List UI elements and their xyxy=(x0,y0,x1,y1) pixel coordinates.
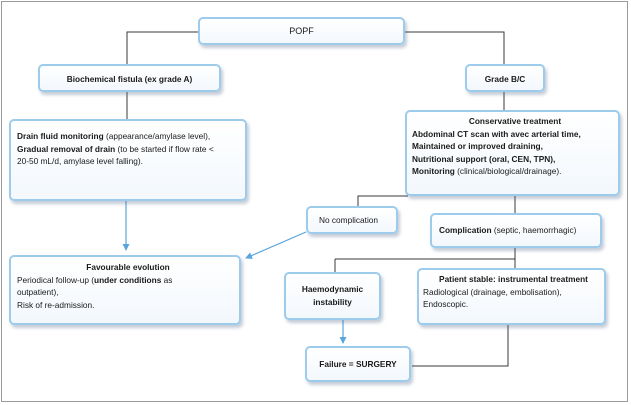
drain-line-2-rest: (to be started if flow rate < xyxy=(115,143,214,154)
conservative-line-4: Monitoring (clinical/biological/drainage… xyxy=(412,165,618,178)
haemodynamic-line-2: instability xyxy=(313,296,352,307)
connector-popf-right xyxy=(405,31,505,64)
conservative-line-3: Nutritional support (oral, CEN, TPN), xyxy=(412,153,556,164)
conservative-line-4-rest: (clinical/biological/drainage). xyxy=(454,166,562,177)
failure-surgery-label: Failure = SURGERY xyxy=(319,359,397,369)
arrow-nocomp-favourable xyxy=(245,231,307,259)
complication-rest: (septic, haemorrhagic) xyxy=(491,225,577,235)
conservative-line-2: Maintained or improved draining, xyxy=(412,141,543,152)
favourable-line-1: Periodical follow-up (under conditions a… xyxy=(17,274,239,287)
grade-bc-box: Grade B/C xyxy=(465,64,545,92)
patient-stable-title: Patient stable: instrumental treatment xyxy=(439,274,588,284)
drain-fluid-monitoring-text: Drain fluid monitoring xyxy=(17,131,104,141)
no-complication-box: No complication xyxy=(306,206,398,234)
connector-comp-split xyxy=(334,247,516,272)
drain-monitoring-box: Drain fluid monitoring (appearance/amyla… xyxy=(9,119,247,201)
popf-label: POPF xyxy=(289,26,314,36)
patient-stable-box: Patient stable: instrumental treatment R… xyxy=(417,268,606,325)
favourable-title: Favourable evolution xyxy=(86,262,170,272)
haemodynamic-instability-box: Haemodynamic instability xyxy=(284,272,381,320)
connector-conservative-nocomp xyxy=(357,195,408,206)
connector-popf-left xyxy=(126,31,198,64)
favourable-line-1-a: Periodical follow-up ( xyxy=(17,274,95,285)
patient-stable-line-1: Radiological (drainage, embolisation), xyxy=(423,286,562,297)
grade-bc-label: Grade B/C xyxy=(484,74,526,84)
drain-line-1-rest: (appearance/amylase level), xyxy=(103,131,211,141)
conservative-treatment-box: Conservative treatment Abdominal CT scan… xyxy=(405,110,620,196)
failure-surgery-box: Failure = SURGERY xyxy=(305,346,411,382)
gradual-removal-text: Gradual removal of drain xyxy=(17,143,116,154)
drain-line-1: Drain fluid monitoring (appearance/amyla… xyxy=(17,130,245,143)
favourable-line-2: outpatient), xyxy=(17,287,59,298)
biochemical-fistula-box: Biochemical fistula (ex grade A) xyxy=(38,64,221,92)
favourable-evolution-box: Favourable evolution Periodical follow-u… xyxy=(9,255,241,325)
drain-line-2: Gradual removal of drain (to be started … xyxy=(17,143,245,156)
no-complication-label: No complication xyxy=(319,215,379,225)
complication-line: Complication (septic, haemorrhagic) xyxy=(439,224,600,237)
favourable-line-1-b: as xyxy=(161,274,173,285)
favourable-line-3: Risk of re-admission. xyxy=(17,299,95,310)
connector-stable-failure xyxy=(412,325,509,367)
complication-box: Complication (septic, haemorrhagic) xyxy=(430,213,602,248)
under-conditions-text: under conditions xyxy=(94,274,162,285)
conservative-line-1: Abdominal CT scan with avec arterial tim… xyxy=(412,128,581,139)
popf-box: POPF xyxy=(198,17,405,45)
complication-bold: Complication xyxy=(439,225,492,235)
haemodynamic-line-1: Haemodynamic xyxy=(301,284,364,294)
monitoring-text: Monitoring xyxy=(412,166,455,177)
drain-line-3: 20-50 mL/d, amylase level falling). xyxy=(17,156,143,167)
patient-stable-line-2: Endoscopic. xyxy=(423,299,469,310)
conservative-title: Conservative treatment xyxy=(468,116,562,126)
biochemical-fistula-label: Biochemical fistula (ex grade A) xyxy=(66,74,193,84)
